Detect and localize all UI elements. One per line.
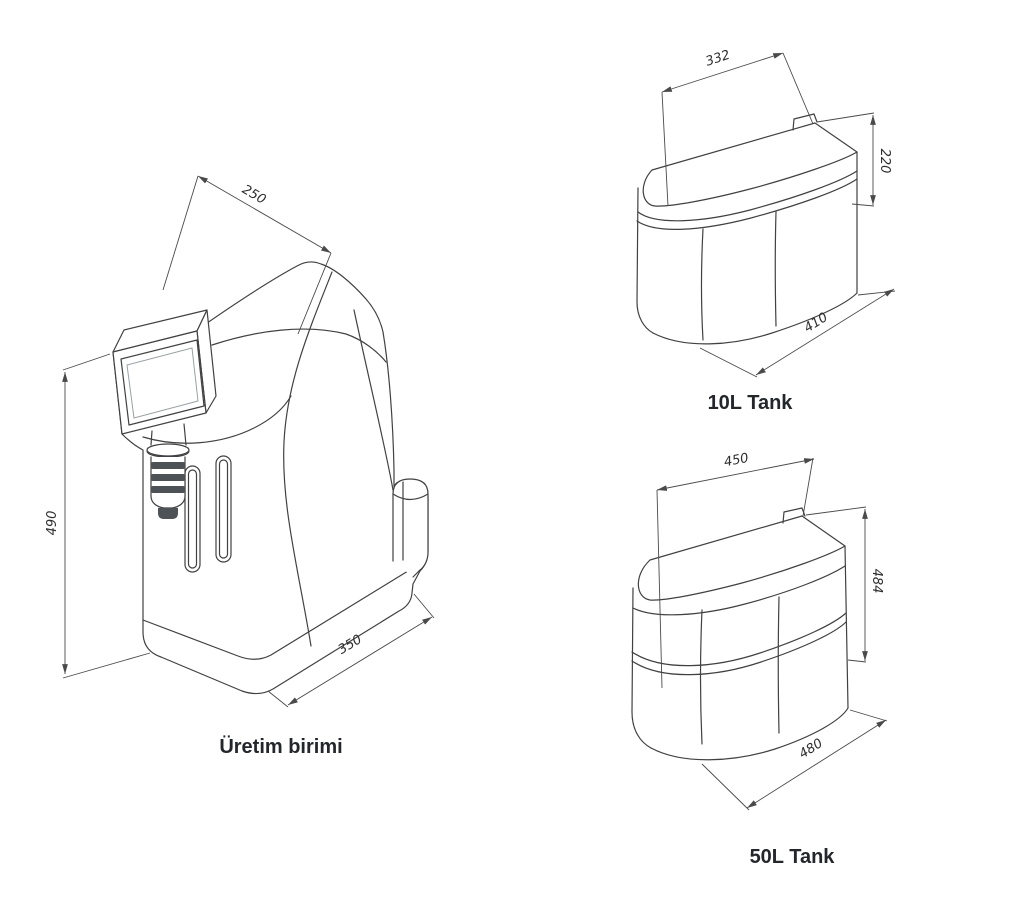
machine-top-front-edge: [211, 328, 387, 363]
extension-line: [62, 353, 111, 371]
extension-line: [805, 506, 867, 516]
front-slot-1: [184, 465, 201, 573]
tank50-facet-line-1: [699, 609, 703, 745]
extension-line: [699, 347, 758, 378]
dim-production-height: 490: [45, 353, 151, 679]
tank50-left-edge: [631, 587, 652, 749]
tank10-lid-top: [642, 122, 858, 207]
tank50-facet-line-2: [777, 596, 780, 734]
tank-10l-figure: 332 220 410 10L Tank: [636, 48, 896, 414]
dispenser-band-1: [151, 462, 185, 469]
tank10-lid-skirt: [637, 170, 858, 222]
dim-tank10-depth: 410: [699, 288, 896, 378]
extension-line: [847, 659, 867, 663]
tank50-band-seam-1: [631, 612, 847, 667]
extension-line: [816, 112, 875, 123]
machine-side-curve: [353, 309, 394, 491]
dimension-line: [746, 719, 887, 809]
tank50-lid-skirt: [632, 565, 846, 616]
display-screen-inner: [126, 347, 199, 419]
dim-tank10-height: 220: [816, 112, 892, 207]
dim-value-height: 220: [877, 149, 892, 174]
dimension-line: [755, 288, 895, 376]
front-slot-2-inner: [218, 459, 229, 559]
tank50-right-edge: [844, 545, 849, 709]
production-unit-label: Üretim birimi: [219, 735, 342, 758]
dim-tank50-height: 484: [805, 506, 884, 663]
dispenser-flange: [146, 443, 190, 457]
front-slot-1-inner: [187, 469, 198, 569]
extension-line: [656, 489, 663, 689]
front-slot-2: [215, 455, 232, 563]
dim-value-width: 450: [723, 451, 750, 470]
extension-line: [701, 763, 750, 811]
tank10-band-seam: [636, 178, 858, 230]
tank10-facet-line-1: [700, 228, 704, 341]
extension-line: [162, 175, 199, 291]
display-bezel: [112, 330, 207, 435]
dim-tank10-width: 332: [661, 48, 814, 207]
tank50-lid-top: [637, 515, 846, 601]
tank10-left-edge: [636, 187, 654, 334]
extension-line: [851, 203, 875, 207]
dim-value-depth: 410: [802, 310, 831, 336]
tank-10l-label: 10L Tank: [708, 392, 794, 414]
dispenser-band-2: [151, 474, 185, 481]
tank50-band-seam-2: [631, 621, 847, 676]
extension-line: [62, 652, 151, 679]
extension-line: [802, 457, 814, 517]
dispenser-neck-lines: [150, 423, 187, 446]
dim-value-height: 484: [869, 569, 884, 594]
machine-swoosh-curve: [283, 271, 333, 647]
tank-50l-label: 50L Tank: [750, 846, 836, 868]
tank-50l-figure: 450 484 480 50L Tank: [631, 451, 888, 868]
extension-line: [661, 91, 669, 207]
tank10-facet-line-2: [774, 211, 777, 327]
dim-value-height: 490: [45, 511, 60, 536]
dispenser-band-3: [151, 486, 185, 493]
extension-line: [782, 52, 814, 125]
dimension-line: [287, 616, 433, 706]
extension-line: [413, 593, 435, 619]
production-unit-figure: 250 490 350 Üretim birimi: [45, 175, 435, 758]
dim-value-width: 332: [704, 48, 732, 70]
machine-pillar: [392, 478, 429, 578]
dimension-line: [197, 175, 332, 254]
dim-value-width: 250: [239, 182, 268, 207]
machine-pillar-cap: [392, 493, 429, 501]
dispenser-tip: [158, 508, 178, 519]
display-screen: [120, 339, 205, 426]
dim-tank50-width: 450: [656, 451, 815, 689]
dimension-line: [656, 458, 815, 491]
extension-line: [267, 690, 289, 708]
dim-value-depth: 480: [797, 736, 826, 762]
dim-tank50-depth: 480: [701, 709, 888, 811]
machine-base-seam: [142, 570, 409, 660]
dimension-line: [661, 52, 784, 93]
tank10-cap-tab: [792, 113, 818, 131]
extension-line: [849, 709, 888, 722]
extension-line: [297, 252, 332, 335]
machine-front-top-boundary: [142, 395, 292, 444]
